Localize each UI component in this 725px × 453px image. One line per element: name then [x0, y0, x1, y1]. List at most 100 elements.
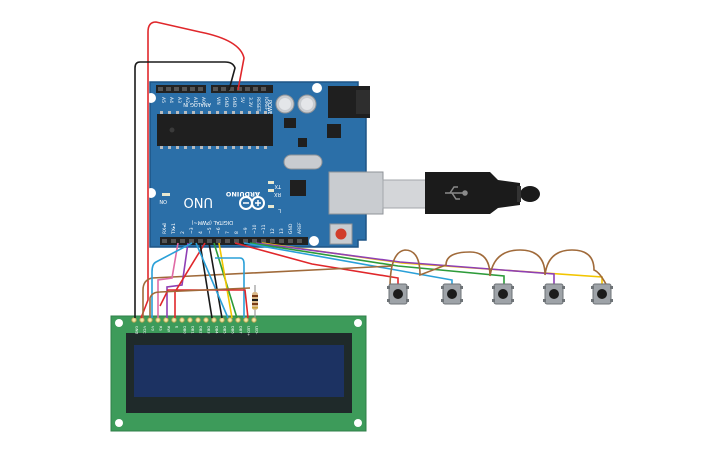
- analog-pin-label: A2: [184, 97, 190, 103]
- lcd-pin[interactable]: [203, 317, 209, 323]
- lcd-pin[interactable]: [179, 317, 185, 323]
- brand-name: ARDUINO: [225, 190, 260, 198]
- lcd-pin[interactable]: [139, 317, 145, 323]
- lcd-pin-label: DB3: [207, 326, 211, 334]
- power-label: POWER: [266, 100, 272, 119]
- mounting-hole: [354, 419, 362, 427]
- lcd-pin-label: LED+: [247, 326, 251, 336]
- wire-red-button: [234, 242, 399, 288]
- on-label: ON: [159, 198, 167, 204]
- capacitor: [275, 94, 295, 114]
- wire-blue-lcd-3: [215, 257, 245, 318]
- digital-pin-label: 12: [270, 228, 276, 234]
- lcd-pin[interactable]: [195, 317, 201, 323]
- crystal-oscillator: [283, 154, 323, 170]
- l-led-label: L: [278, 207, 281, 213]
- lcd-pin-label: DB0: [183, 326, 187, 334]
- reset-button[interactable]: [329, 223, 353, 245]
- mounting-hole: [312, 83, 322, 93]
- digital-pin-label: RX◂0: [162, 223, 168, 234]
- digital-label: DIGITAL (PWM~): [191, 219, 233, 225]
- lcd-pin[interactable]: [155, 317, 161, 323]
- digital-pin-label: 8: [234, 231, 240, 234]
- smd-component: [298, 138, 307, 147]
- l-led: [268, 205, 274, 208]
- lcd-pin[interactable]: [211, 317, 217, 323]
- wire-purple-lcd: [166, 242, 189, 318]
- lcd-pin-label: RW: [167, 326, 171, 332]
- wire-green-button: [249, 242, 505, 288]
- mounting-hole: [115, 419, 123, 427]
- digital-pin-label: ~3: [189, 227, 195, 234]
- wire-brown-rail: [389, 249, 609, 289]
- pushbutton[interactable]: [387, 283, 409, 305]
- lcd-pin[interactable]: [171, 317, 177, 323]
- lcd-pin[interactable]: [243, 317, 249, 323]
- wire-blue-button: [243, 242, 453, 290]
- usb-cable[interactable]: [328, 171, 540, 215]
- analog-in-label: ANALOG IN: [183, 101, 211, 107]
- wire-blue-lcd: [195, 242, 229, 319]
- power-pin-label: RESET: [255, 97, 261, 112]
- pushbutton[interactable]: [441, 283, 463, 305]
- lcd-pin[interactable]: [187, 317, 193, 323]
- lcd-pin[interactable]: [235, 317, 241, 323]
- mounting-hole: [115, 319, 123, 327]
- analog-pin-label: A3: [176, 97, 182, 103]
- lcd-pin[interactable]: [219, 317, 225, 323]
- wire-black-lcd-2: [208, 242, 223, 319]
- wire-brown-lcd: [149, 287, 251, 318]
- digital-pin-label: ~10: [252, 224, 258, 234]
- lcd-pin-label: DB7: [239, 326, 243, 334]
- pushbutton[interactable]: [492, 283, 514, 305]
- power-pin-label: 5V: [239, 97, 245, 104]
- analog-pin-label: A0: [200, 97, 206, 103]
- on-led: [162, 193, 170, 196]
- rx-led: [268, 189, 274, 192]
- usb-controller-chip: [290, 180, 306, 196]
- wire-black-gnd: [134, 61, 236, 318]
- lcd-pin[interactable]: [131, 317, 137, 323]
- lcd-pin-label: GND: [135, 326, 139, 334]
- pushbutton-group: [387, 283, 613, 305]
- resistor: [252, 285, 258, 318]
- lcd-pin-label: DB6: [231, 326, 235, 334]
- lcd-pin[interactable]: [147, 317, 153, 323]
- lcd-pin-label: VCC: [143, 326, 147, 334]
- tx-led: [268, 181, 274, 184]
- power-pin-label: 3.3V: [247, 97, 253, 108]
- dc-power-jack: [328, 86, 370, 118]
- lcd-pin[interactable]: [163, 317, 169, 323]
- lcd-pin-label: LED-: [255, 326, 259, 335]
- wire-yellow-lcd: [218, 242, 233, 319]
- pushbutton[interactable]: [543, 283, 565, 305]
- smd-component: [284, 118, 296, 128]
- lcd-pin-label: V0: [151, 326, 155, 331]
- atmega-chip: [157, 111, 273, 149]
- wire-red-lcd-2: [159, 289, 249, 319]
- lcd-pin[interactable]: [251, 317, 257, 323]
- power-pin-label: GND: [223, 97, 229, 108]
- lcd-pin-label: DB4: [215, 326, 219, 334]
- lcd-pin-label: E: [175, 326, 179, 329]
- voltage-regulator: [327, 124, 341, 138]
- digital-pin-label: ~11: [261, 224, 267, 234]
- model-name: UNO: [184, 194, 213, 209]
- mounting-hole: [354, 319, 362, 327]
- mounting-hole: [309, 236, 319, 246]
- arduino-logo: [239, 196, 265, 210]
- digital-pin-label: ~9: [243, 227, 249, 234]
- analog-header: [156, 85, 206, 93]
- wire-blue-lcd-2: [151, 242, 193, 318]
- lcd-screen: [134, 345, 344, 397]
- usb-icon: [445, 186, 468, 200]
- wire-pink-lcd: [157, 242, 179, 318]
- analog-pin-label: A5: [160, 97, 166, 103]
- power-pin-label: IOREF: [263, 97, 269, 111]
- analog-pin-label: A4: [168, 97, 174, 103]
- pushbutton[interactable]: [591, 283, 613, 305]
- lcd-pin[interactable]: [227, 317, 233, 323]
